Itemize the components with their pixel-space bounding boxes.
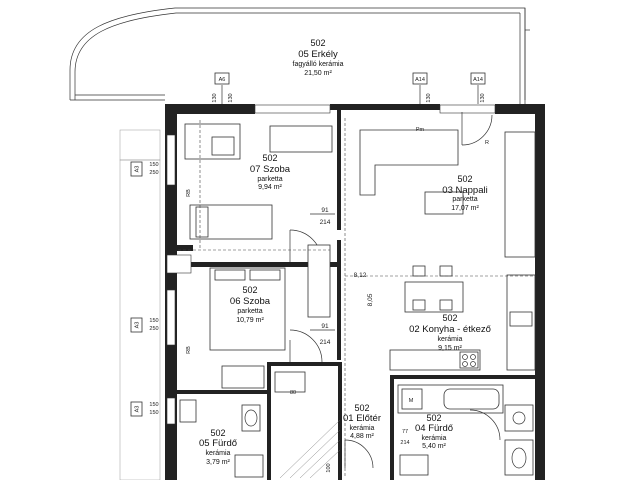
span-horizontal: 8,12 — [354, 272, 367, 279]
windows-left — [166, 134, 192, 425]
dim-100: 100 — [326, 463, 332, 472]
dim-130-a: 130 — [212, 93, 218, 102]
dining-set — [404, 265, 464, 313]
dim-80: 80 — [290, 390, 296, 396]
living-name: 03 Nappali — [442, 185, 487, 196]
kitchen-number: 502 — [442, 313, 457, 323]
room-label-room06: 502 06 Szoba parketta 10,79 m² — [230, 285, 271, 324]
facade-strip — [119, 129, 161, 480]
room-label-bath04: 502 04 Fürdő kerámia 5,40 m² — [415, 413, 453, 450]
room06-number: 502 — [242, 285, 257, 295]
inner-walls — [177, 110, 535, 480]
room-label-bath05: 502 05 Fürdő kerámia 3,79 m² — [199, 428, 237, 466]
dim-130-d: 130 — [480, 93, 486, 102]
kitchen-name: 02 Konyha - étkező — [409, 324, 491, 335]
room07-furniture — [184, 123, 333, 263]
room-label-kitchen: 502 02 Konyha - étkező kerámia 9,15 m² — [409, 313, 491, 352]
balcony-floor: fagyálló kerámia — [293, 61, 344, 68]
dim-150-a: 150 — [149, 162, 158, 168]
bath05-name: 05 Fürdő — [199, 438, 237, 449]
mark-rb-1: RB — [186, 189, 192, 197]
dim-150-c: 150 — [149, 402, 158, 408]
room06-area: 10,79 m² — [236, 317, 264, 324]
top-axis-markers: A6 A14 A14 — [214, 72, 486, 104]
windows-top — [254, 104, 496, 114]
room-label-living: 502 03 Nappali parketta 17,07 m² — [442, 174, 487, 212]
hall-area: 4,88 m² — [350, 433, 374, 440]
dimension-texts: 91 214 91 214 8,12 8,05 77 214 80 130 13… — [212, 93, 486, 472]
room06-floor: parketta — [237, 308, 262, 315]
balcony-area: 21,50 m² — [304, 70, 332, 77]
bath05-number: 502 — [210, 428, 225, 438]
mark-m: M — [409, 398, 414, 404]
room07-floor: parketta — [257, 176, 282, 183]
room07-area: 9,94 m² — [258, 184, 282, 191]
dim-250-b: 250 — [149, 326, 158, 332]
hall-name: 01 Előtér — [343, 413, 381, 424]
living-floor: parketta — [452, 196, 477, 203]
bath04-floor: kerámia — [422, 435, 447, 442]
axis-tag-a3-3: A3 — [135, 406, 141, 413]
dim-130-c: 130 — [426, 93, 432, 102]
left-axis-markers: A3 A3 A3 150 250 150 250 150 150 — [130, 161, 159, 417]
dim-77: 77 — [402, 429, 408, 435]
mark-rb-2: RB — [186, 346, 192, 354]
room07-number: 502 — [262, 153, 277, 163]
mark-r: R — [485, 140, 489, 146]
living-area: 17,07 m² — [451, 205, 479, 212]
dim-130-b: 130 — [228, 93, 234, 102]
door2-width: 91 — [321, 323, 329, 330]
dim-250-a: 250 — [149, 170, 158, 176]
kitchen-area: 9,15 m² — [438, 345, 462, 352]
door1-width: 91 — [321, 207, 329, 214]
hall-number: 502 — [354, 403, 369, 413]
dim-150-b: 150 — [149, 318, 158, 324]
axis-tag-a6: A6 — [219, 77, 226, 83]
bath05-fixtures — [179, 371, 306, 478]
bath04-name: 04 Fürdő — [415, 423, 453, 434]
room-label-room07: 502 07 Szoba parketta 9,94 m² — [250, 153, 291, 191]
dim-150-d: 150 — [149, 410, 158, 416]
room-label-balcony: 502 05 Erkély fagyálló kerámia 21,50 m² — [293, 38, 344, 77]
room06-furniture — [209, 244, 331, 389]
balcony-name: 05 Erkély — [298, 49, 338, 60]
balcony-number: 502 — [310, 38, 325, 48]
room07-name: 07 Szoba — [250, 164, 291, 175]
balcony-outline — [69, 7, 530, 105]
bath04-number: 502 — [426, 413, 441, 423]
room06-name: 06 Szoba — [230, 296, 271, 307]
marks: RB RB R M Pm — [186, 127, 489, 404]
kitchen-floor: kerámia — [438, 336, 463, 343]
door2-height: 214 — [320, 339, 331, 346]
kitchen-counter — [389, 274, 536, 371]
dimension-lines — [178, 118, 535, 476]
hall-floor: kerámia — [350, 425, 375, 432]
room-label-hall: 502 01 Előtér kerámia 4,88 m² — [343, 403, 381, 440]
bath05-area: 3,79 m² — [206, 459, 230, 466]
axis-tag-a14-1: A14 — [415, 77, 425, 83]
living-number: 502 — [457, 174, 472, 184]
axis-tag-a3-2: A3 — [135, 322, 141, 329]
span-vertical: 8,05 — [367, 293, 374, 306]
axis-tag-a14-2: A14 — [473, 77, 483, 83]
bath04-fixtures — [397, 384, 534, 476]
mark-pm: Pm — [416, 127, 425, 133]
axis-tag-a3-1: A3 — [135, 166, 141, 173]
living-furniture — [359, 112, 536, 258]
bath05-floor: kerámia — [206, 450, 231, 457]
dim-214-b: 214 — [400, 440, 409, 446]
bath04-area: 5,40 m² — [422, 443, 446, 450]
door1-height: 214 — [320, 219, 331, 226]
